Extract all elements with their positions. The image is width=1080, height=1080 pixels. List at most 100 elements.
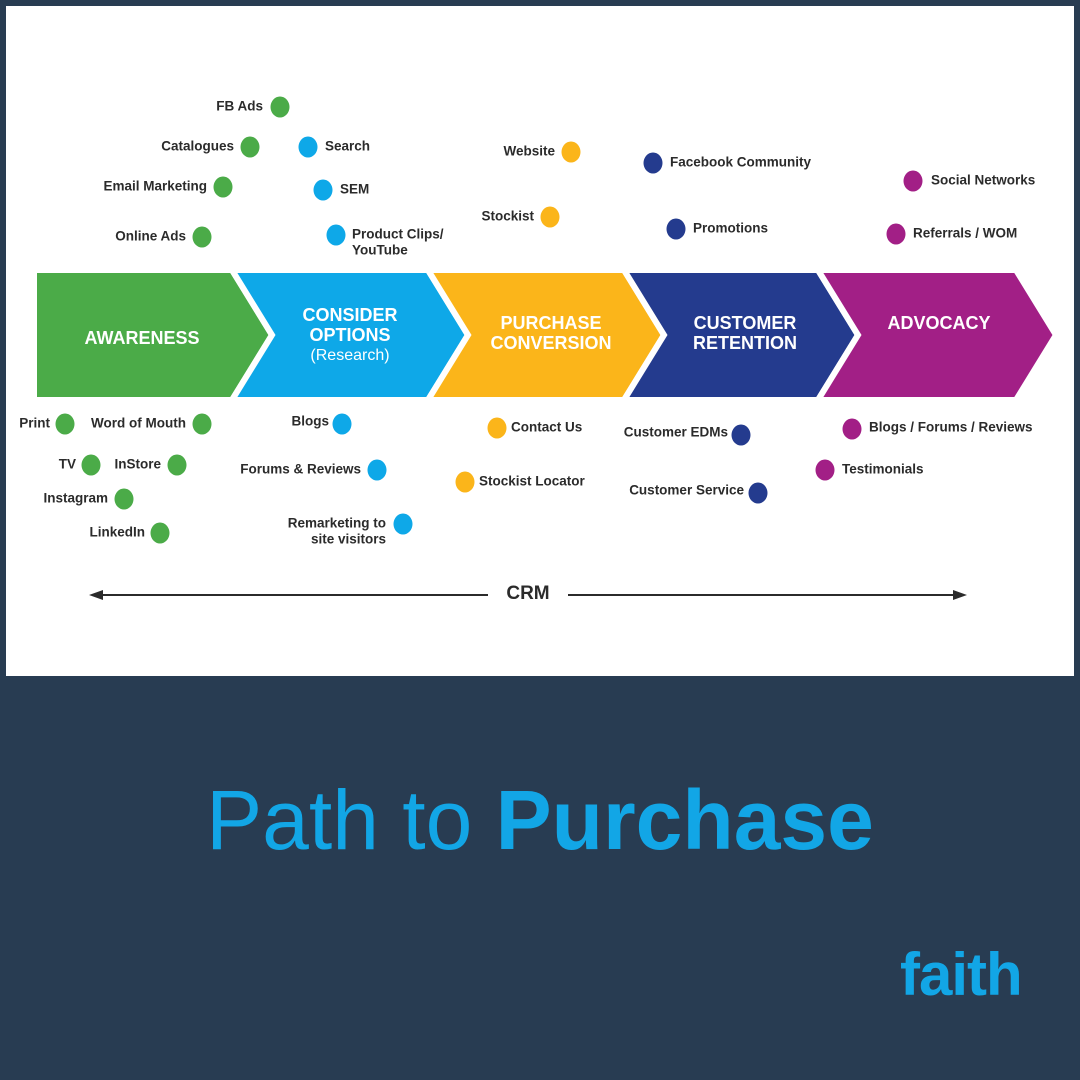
touchpoint-label: site visitors	[311, 532, 386, 547]
touchpoint-dot	[55, 413, 75, 435]
touchpoint-label: Promotions	[693, 221, 768, 236]
touchpoint: Testimonials	[815, 459, 924, 481]
title-light: Path to	[206, 773, 473, 867]
touchpoint-label: FB Ads	[216, 99, 263, 114]
touchpoint-dot	[192, 413, 212, 435]
touchpoint: Catalogues	[161, 136, 260, 158]
touchpoint: LinkedIn	[89, 522, 170, 544]
stage-chevron-advocacy: ADVOCACY	[812, 267, 1060, 403]
touchpoint-label: Word of Mouth	[91, 416, 186, 431]
touchpoint: Contact Us	[487, 417, 582, 439]
touchpoint: Stockist Locator	[455, 471, 586, 493]
touchpoint: InStore	[114, 454, 187, 476]
stage-title: CONSIDER	[302, 305, 397, 325]
touchpoint: Online Ads	[115, 226, 212, 248]
touchpoint-label: Online Ads	[115, 229, 186, 244]
touchpoint: Print	[19, 413, 75, 435]
touchpoint: Instagram	[43, 488, 134, 510]
touchpoint-dot	[326, 224, 346, 246]
touchpoint-label: Email Marketing	[103, 179, 207, 194]
touchpoint: Blogs / Forums / Reviews	[842, 418, 1033, 440]
touchpoint-label: Print	[19, 416, 50, 431]
touchpoint: Customer Service	[629, 482, 768, 504]
touchpoint-label: Testimonials	[842, 462, 924, 477]
touchpoint-dot	[561, 141, 581, 163]
touchpoint-dot	[313, 179, 333, 201]
stage-title: CONVERSION	[490, 333, 611, 353]
touchpoint-label: Stockist	[481, 209, 534, 224]
touchpoint-label: Search	[325, 139, 370, 154]
touchpoint-dot	[332, 413, 352, 435]
touchpoint: Product Clips/YouTube	[326, 224, 444, 258]
page-title: Path to Purchase	[0, 770, 1080, 871]
stage-title: PURCHASE	[500, 313, 601, 333]
touchpoint-label: Website	[503, 144, 555, 159]
touchpoint: Email Marketing	[103, 176, 233, 198]
touchpoint: Website	[503, 141, 581, 163]
touchpoint-label: Stockist Locator	[479, 474, 586, 489]
touchpoint-dot	[842, 418, 862, 440]
crm-arrow: CRM	[89, 583, 967, 604]
touchpoint-label: Product Clips/	[352, 227, 444, 242]
touchpoint-dot	[114, 488, 134, 510]
touchpoint-dot	[666, 218, 686, 240]
arrow-right-icon	[953, 590, 967, 600]
touchpoint-dot	[270, 96, 290, 118]
touchpoint-label: Contact Us	[511, 420, 582, 435]
stage-title: OPTIONS	[309, 325, 390, 345]
touchpoint-label: Blogs	[291, 414, 329, 429]
touchpoint-dot	[167, 454, 187, 476]
touchpoint-label: SEM	[340, 182, 369, 197]
touchpoint: TV	[59, 454, 101, 476]
touchpoint-dot	[643, 152, 663, 174]
touchpoint-label: Social Networks	[931, 173, 1035, 188]
arrow-left-icon	[89, 590, 103, 600]
touchpoint-label: Customer Service	[629, 483, 744, 498]
touchpoint-dot	[150, 522, 170, 544]
stage-title: RETENTION	[693, 333, 797, 353]
touchpoint: Stockist	[481, 206, 560, 228]
touchpoint-label: Forums & Reviews	[240, 462, 361, 477]
crm-label: CRM	[506, 583, 549, 604]
touchpoint-label: Customer EDMs	[624, 425, 728, 440]
touchpoint-label: Referrals / WOM	[913, 226, 1017, 241]
title-bold: Purchase	[495, 773, 874, 867]
touchpoint-dot	[886, 223, 906, 245]
touchpoint: FB Ads	[216, 96, 290, 118]
touchpoint-dot	[240, 136, 260, 158]
touchpoint: Word of Mouth	[91, 413, 212, 435]
stage-title: CUSTOMER	[694, 313, 797, 333]
touchpoint-label: TV	[59, 457, 76, 472]
stage-title: AWARENESS	[84, 328, 199, 348]
touchpoint-dot	[731, 424, 751, 446]
touchpoint-dot	[298, 136, 318, 158]
touchpoint-dot	[213, 176, 233, 198]
touchpoint-label: Instagram	[43, 491, 108, 506]
touchpoint-dot	[815, 459, 835, 481]
touchpoint: Blogs	[291, 413, 352, 435]
touchpoint-dot	[748, 482, 768, 504]
touchpoint: Customer EDMs	[624, 424, 751, 446]
touchpoint-label: YouTube	[352, 243, 408, 258]
touchpoint: Forums & Reviews	[240, 459, 387, 481]
touchpoint-dot	[367, 459, 387, 481]
touchpoint-dot	[487, 417, 507, 439]
stage-title: ADVOCACY	[887, 313, 990, 333]
touchpoint-label: InStore	[114, 457, 161, 472]
touchpoint-label: Catalogues	[161, 139, 234, 154]
faith-logo: faith	[900, 941, 1023, 1008]
touchpoint-dot	[540, 206, 560, 228]
touchpoint-dot	[192, 226, 212, 248]
stage-subtitle: (Research)	[310, 347, 389, 364]
touchpoint-dot	[81, 454, 101, 476]
touchpoint-dot	[393, 513, 413, 535]
touchpoint: SEM	[313, 179, 369, 201]
touchpoint-label: LinkedIn	[89, 525, 145, 540]
touchpoint-label: Blogs / Forums / Reviews	[869, 420, 1033, 435]
touchpoint-dot	[903, 170, 923, 192]
touchpoint-dot	[455, 471, 475, 493]
stage-chevron-awareness: AWARENESS	[31, 267, 276, 403]
